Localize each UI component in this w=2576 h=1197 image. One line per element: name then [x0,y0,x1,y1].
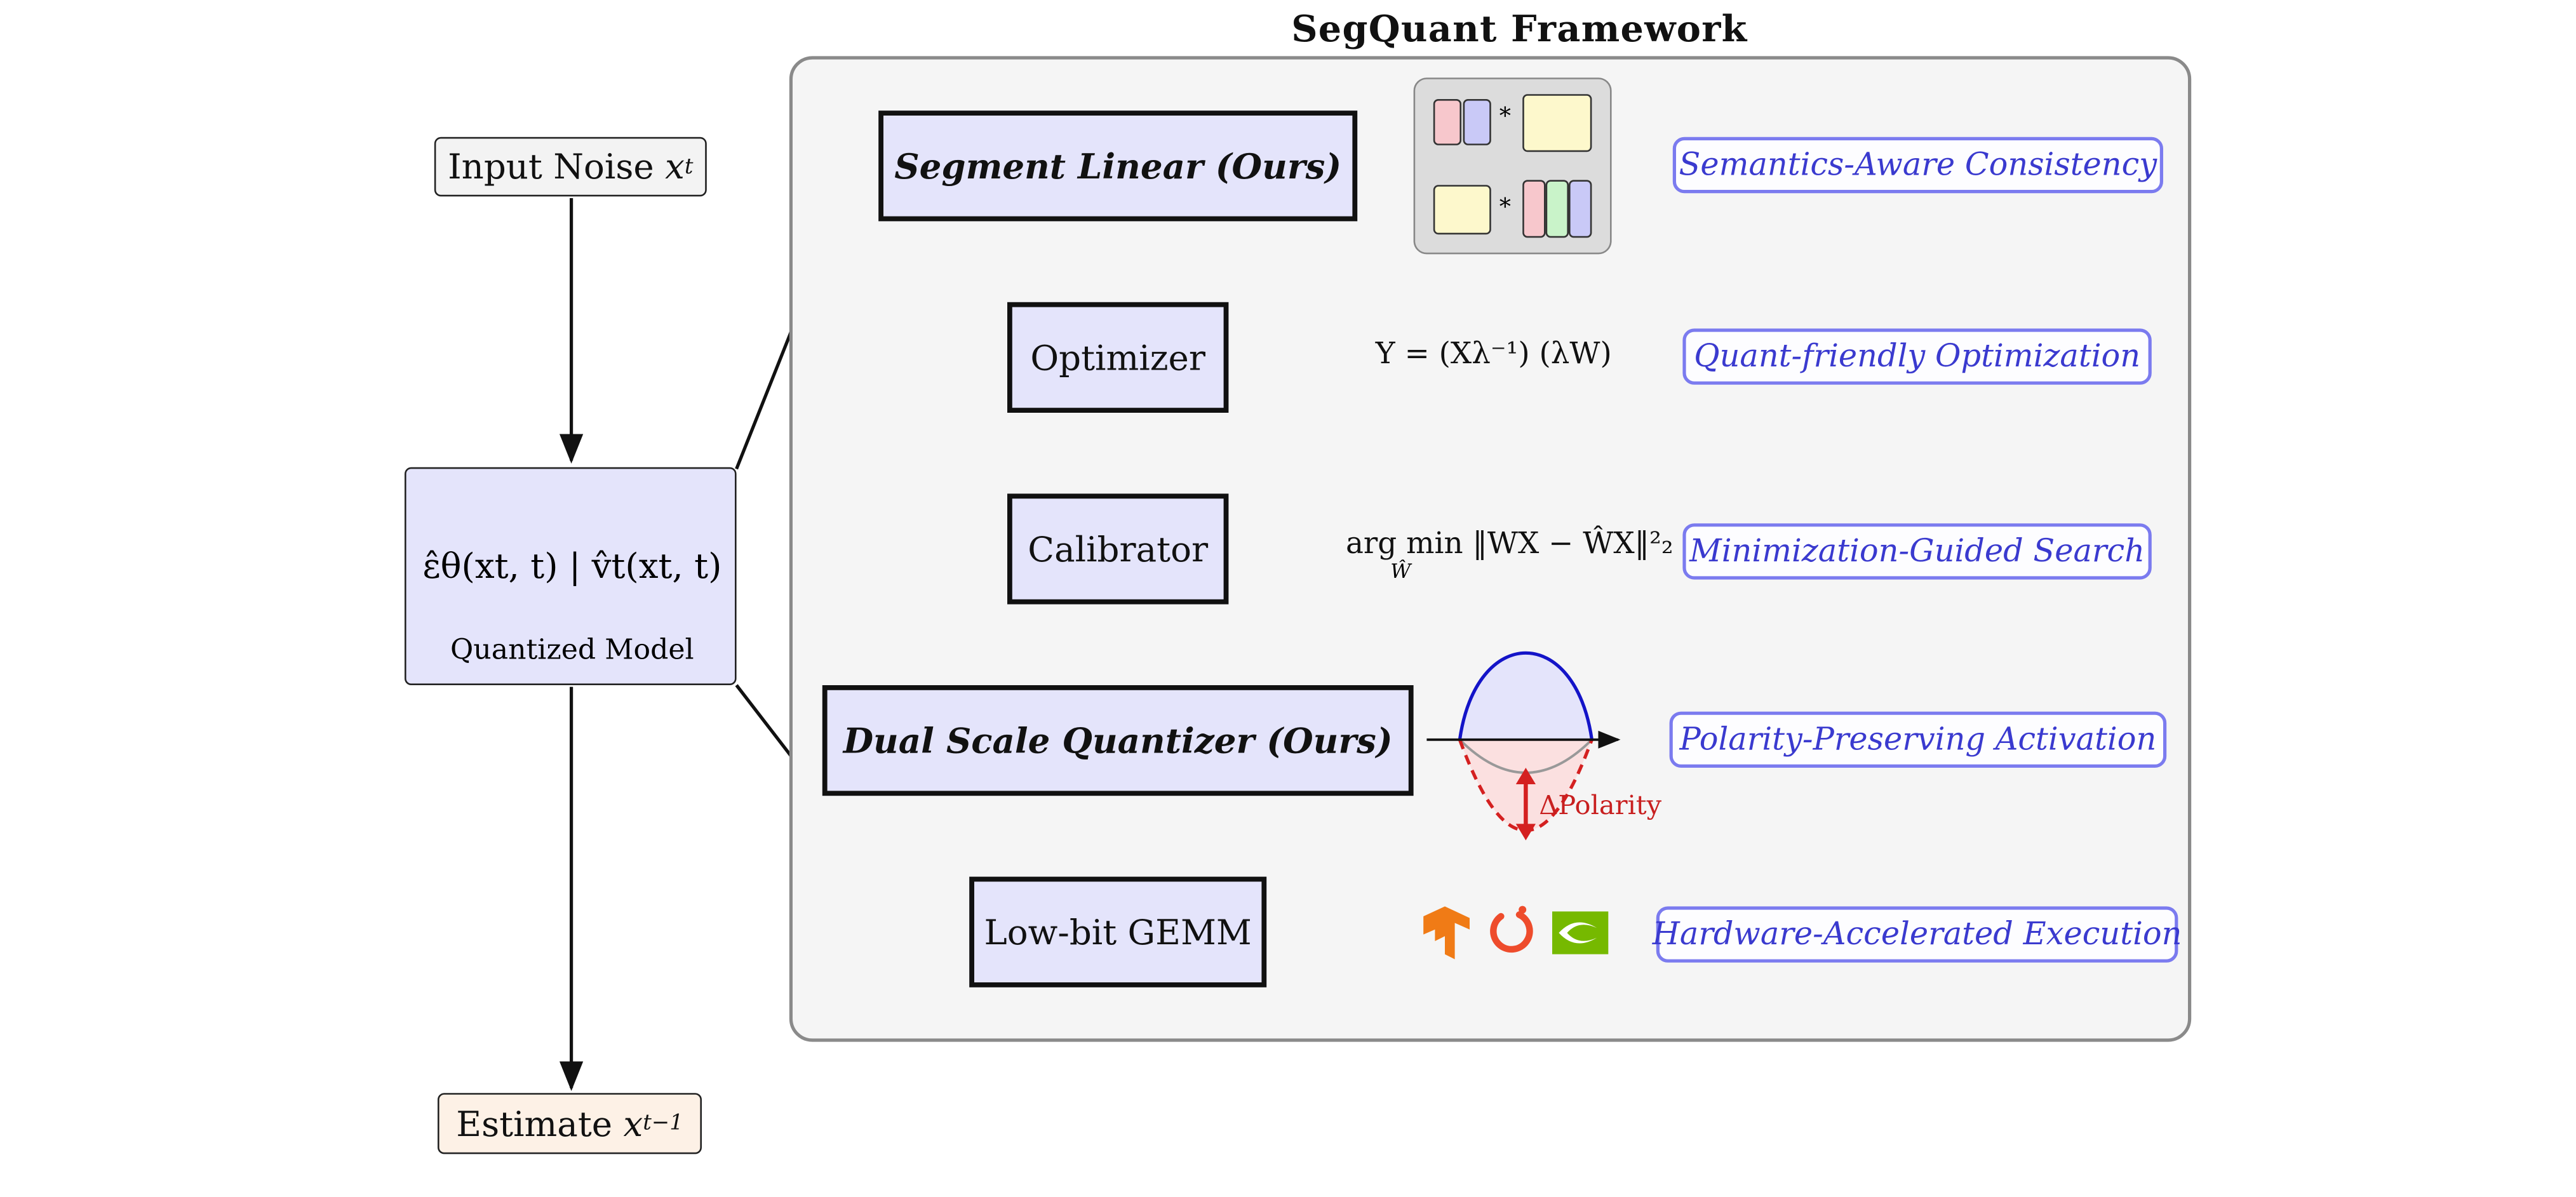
model-formula: ε̂θ(xt, t) | v̂t(xt, t) [422,546,722,586]
polarity-curve-illustration [1426,651,1621,841]
optimizer-formula: Y = (Xλ⁻¹) (λW) [1375,337,1612,371]
tensorflow-icon [1423,906,1470,960]
tag-semantics-aware-consistency: Semantics-Aware Consistency [1672,137,2163,194]
matrix-segment-green [1545,180,1569,238]
framework-title: SegQuant Framework [1291,8,1748,51]
segment-linear-node: Segment Linear (Ours) [878,110,1358,222]
low-bit-gemm-node: Low-bit GEMM [969,876,1267,987]
matrix-segment-red [1522,180,1546,238]
calibrator-formula: arg min ‖WX − ŴX‖²₂ [1346,526,1674,561]
tag-hardware-accelerated-execution: Hardware-Accelerated Execution [1653,906,2182,963]
input-noise-var: x [665,147,685,187]
activation-curve [1458,651,1593,740]
multiply-symbol-top: * [1499,104,1511,131]
estimate-sub: t−1 [643,1111,683,1136]
quantized-model-box: ε̂θ(xt, t) | v̂t(xt, t) Quantized Model [405,467,737,685]
tag-minimization-guided-search: Minimization-Guided Search [1682,523,2152,580]
nvidia-icon [1552,911,1609,954]
optimizer-node: Optimizer [1007,302,1229,413]
tag-polarity-preserving-activation: Polarity-Preserving Activation [1669,711,2167,768]
matrix-block-blue [1463,99,1491,145]
segment-matrix-illustration: * * [1413,77,1612,255]
model-label: Quantized Model [450,634,694,667]
delta-polarity-label: ΔPolarity [1539,789,1662,821]
dual-scale-quantizer-node: Dual Scale Quantizer (Ours) [822,685,1414,796]
matrix-block-red [1433,99,1461,145]
input-noise-label: Input Noise [448,147,654,187]
activation-positive-fill [1459,653,1592,740]
pytorch-icon [1490,906,1533,953]
calibrator-formula-subscript: Ŵ [1390,559,1411,583]
estimate-label: Estimate [456,1104,613,1144]
calibrator-node: Calibrator [1007,493,1229,605]
matrix-block-yellow-bottom [1433,185,1491,235]
matrix-segment-blue [1569,180,1592,238]
tag-quant-friendly-optimization: Quant-friendly Optimization [1682,328,2152,385]
estimate-var: x [623,1104,643,1144]
matrix-block-yellow-top [1522,94,1592,152]
polarity-arrow-head-up [1515,768,1536,784]
polarity-arrow-head-down [1515,824,1536,841]
multiply-symbol-bottom: * [1499,194,1511,222]
input-noise-sub: t [684,154,694,180]
